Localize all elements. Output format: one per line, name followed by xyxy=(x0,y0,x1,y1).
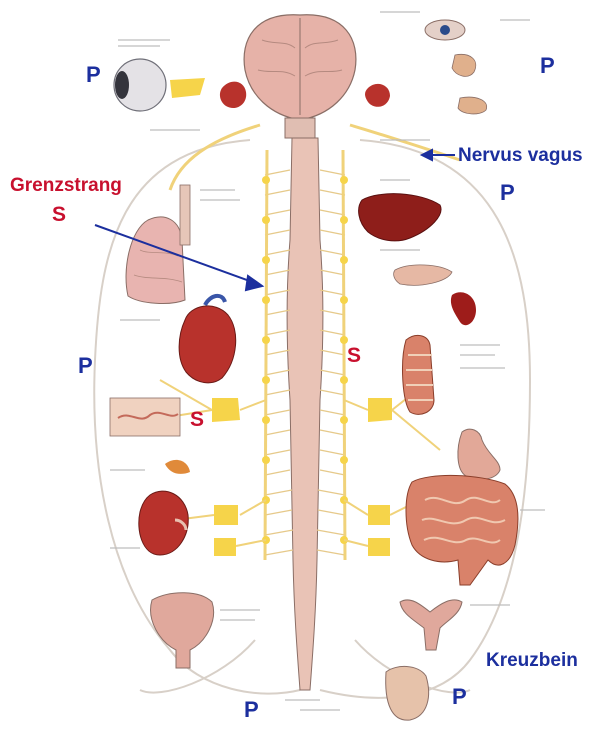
parasympathetic-label-bottom-right: P xyxy=(452,684,467,710)
kreuzbein-label: Kreuzbein xyxy=(486,650,578,672)
liver-icon xyxy=(359,194,441,241)
sympathetic-label-right: S xyxy=(347,344,361,368)
ganglia-right xyxy=(368,398,392,556)
stomach-icon xyxy=(458,429,500,479)
nervus-vagus-label: Nervus vagus xyxy=(458,145,583,167)
gland-right-icons xyxy=(452,54,487,114)
parasympathetic-label-bottom-left: P xyxy=(244,697,259,723)
rectum-icon xyxy=(386,666,429,720)
parasympathetic-label-top-left: P xyxy=(86,62,101,88)
parasympathetic-label-top-right: P xyxy=(540,53,555,79)
salivary-gland-left-icon xyxy=(220,82,246,108)
parasympathetic-label-left-mid: P xyxy=(78,353,93,379)
spinal-cord xyxy=(287,138,323,690)
ciliary-ganglion-icon xyxy=(170,78,205,98)
brain-icon xyxy=(244,15,356,138)
eye-right-icon xyxy=(425,20,465,40)
ganglia-left xyxy=(212,398,240,556)
skin-detail-icon xyxy=(110,398,180,436)
heart-icon xyxy=(179,296,236,383)
kidney-icon xyxy=(139,491,188,555)
sympathetic-chain-left xyxy=(262,150,270,560)
pancreas-icon xyxy=(394,265,452,285)
sympathetic-label-left: S xyxy=(190,408,204,432)
grenzstrang-label: Grenzstrang xyxy=(10,175,122,197)
bladder-icon xyxy=(151,593,214,668)
parasympathetic-label-right-upper: P xyxy=(500,180,515,206)
intestine-icon xyxy=(406,475,518,585)
lung-icon xyxy=(126,185,190,303)
sympathetic-label-grenzstrang: S xyxy=(52,203,66,227)
adrenal-icon xyxy=(165,460,190,474)
salivary-gland-right-icon xyxy=(365,84,390,107)
spleen-icon xyxy=(451,292,476,325)
uterus-icon xyxy=(400,600,462,650)
esophagus-icon xyxy=(403,335,434,414)
eye-icon xyxy=(114,59,166,111)
